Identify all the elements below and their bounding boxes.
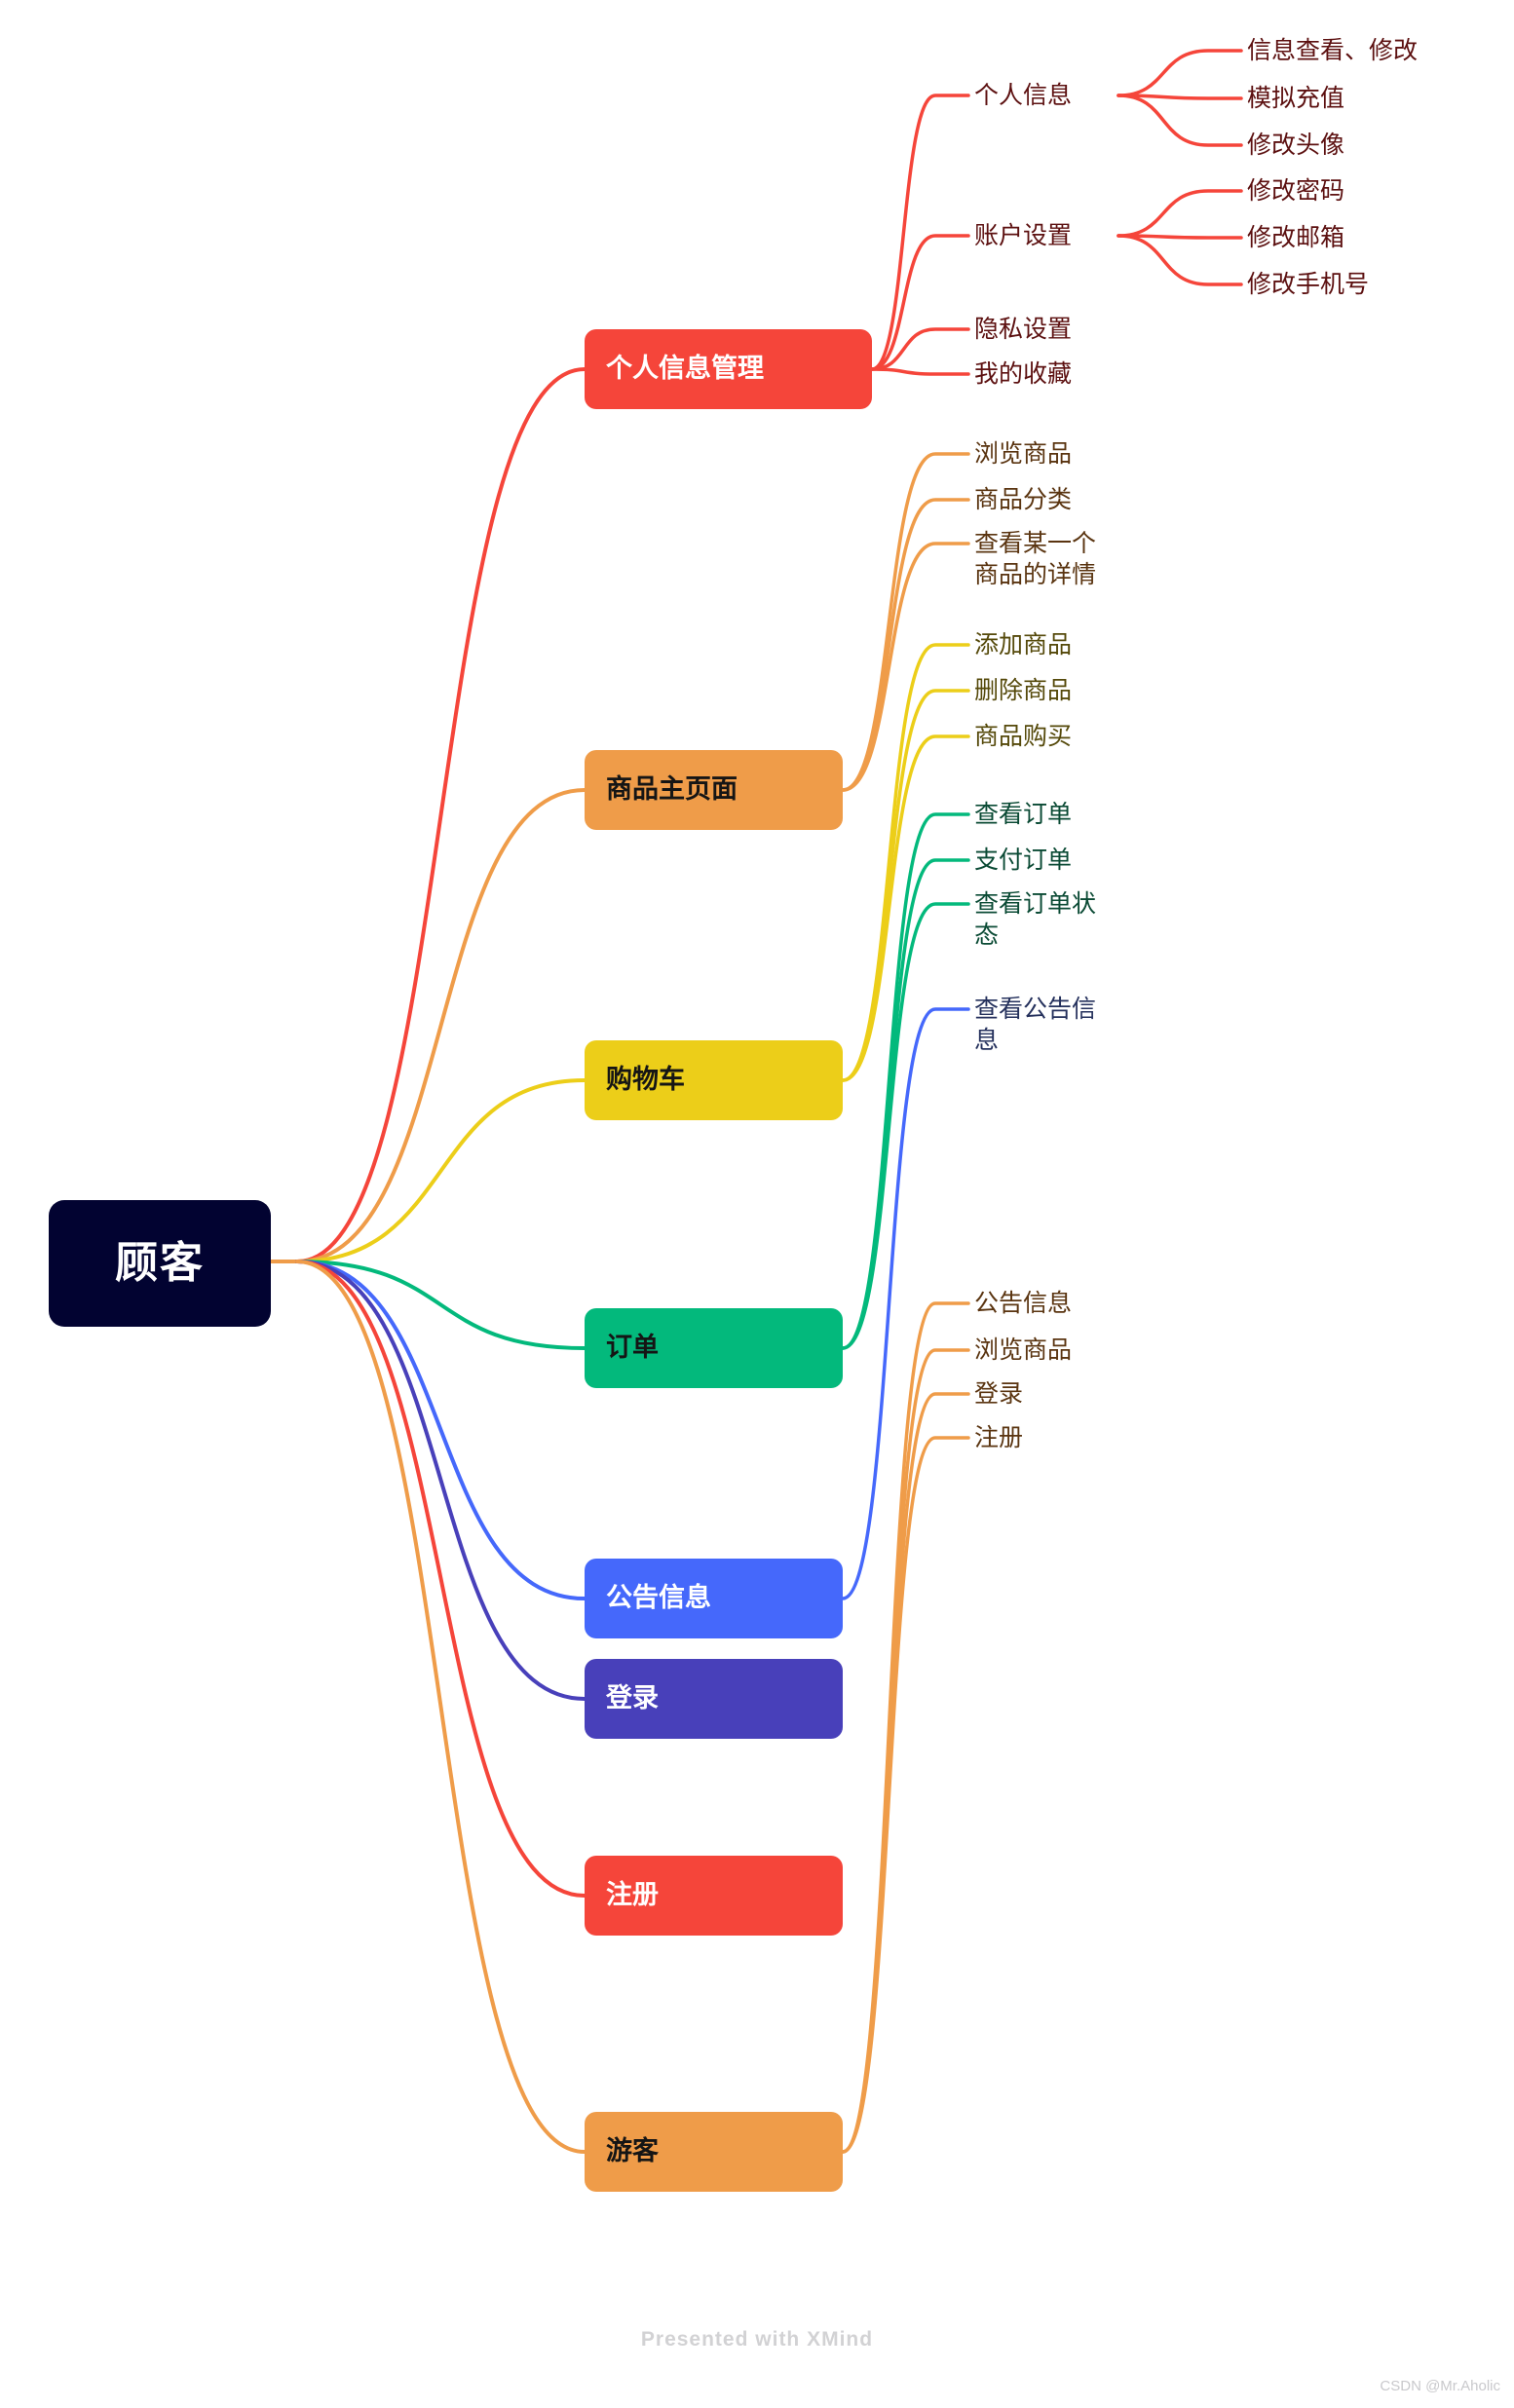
leaf-node-1-0[interactable]: 浏览商品 <box>974 440 1073 468</box>
leaf-node-2-2[interactable]: 商品购买 <box>974 723 1073 750</box>
branch-node-6-label: 注册 <box>606 1880 659 1910</box>
branch-node-3-label: 订单 <box>606 1333 659 1363</box>
connector-line <box>841 902 970 1350</box>
connector-line <box>1117 94 1243 147</box>
leaf-node-0-0[interactable]: 个人信息 <box>974 82 1073 109</box>
leaf-node-0-1-0[interactable]: 修改密码 <box>1247 177 1345 205</box>
root-node[interactable]: 顾客 <box>49 1200 271 1327</box>
leaf-node-0-3[interactable]: 我的收藏 <box>974 360 1073 388</box>
leaf-node-0-0-0[interactable]: 信息查看、修改 <box>1247 37 1419 64</box>
connector-line <box>295 1260 587 1350</box>
connector-line <box>841 643 970 1082</box>
leaf-node-7-1[interactable]: 浏览商品 <box>974 1336 1073 1364</box>
connector-line <box>870 234 970 371</box>
connector-line <box>295 1260 587 1600</box>
branch-node-1[interactable]: 商品主页面 <box>585 750 843 830</box>
leaf-node-0-1-1[interactable]: 修改邮箱 <box>1247 224 1345 251</box>
branch-node-7[interactable]: 游客 <box>585 2112 843 2192</box>
leaf-node-2-0[interactable]: 添加商品 <box>974 631 1073 658</box>
leaf-node-0-2[interactable]: 隐私设置 <box>974 316 1073 343</box>
connector-line <box>1117 49 1243 97</box>
leaf-node-7-0[interactable]: 公告信息 <box>974 1290 1073 1317</box>
branch-node-2[interactable]: 购物车 <box>585 1040 843 1120</box>
connector-line <box>841 1007 970 1600</box>
leaf-node-1-2[interactable]: 查看某一个 商品的详情 <box>974 530 1097 588</box>
branch-node-5[interactable]: 登录 <box>585 1659 843 1739</box>
connector-line <box>841 452 970 792</box>
branch-node-1-label: 商品主页面 <box>606 774 738 805</box>
connector-line <box>295 367 587 1263</box>
connector-line <box>841 812 970 1350</box>
branch-node-0-label: 个人信息管理 <box>606 354 764 384</box>
connector-line <box>841 734 970 1082</box>
connector-line <box>841 1392 970 2154</box>
leaf-node-3-2[interactable]: 查看订单状 态 <box>974 890 1097 949</box>
connector-line <box>295 788 587 1263</box>
csdn-watermark: CSDN @Mr.Aholic <box>1380 2378 1500 2394</box>
leaf-node-3-1[interactable]: 支付订单 <box>974 847 1073 874</box>
connector-line <box>841 1348 970 2154</box>
connector-line <box>1117 94 1243 100</box>
root-node-label: 顾客 <box>115 1238 205 1287</box>
branch-node-3[interactable]: 订单 <box>585 1308 843 1388</box>
branch-node-4[interactable]: 公告信息 <box>585 1559 843 1638</box>
leaf-node-1-1[interactable]: 商品分类 <box>974 486 1073 513</box>
leaf-node-7-2[interactable]: 登录 <box>974 1380 1024 1408</box>
branch-node-0[interactable]: 个人信息管理 <box>585 329 872 409</box>
branch-node-4-label: 公告信息 <box>606 1583 711 1613</box>
connector-line <box>295 1260 587 2154</box>
connector-line <box>295 1078 587 1263</box>
connector-line <box>1117 189 1243 238</box>
branch-node-2-label: 购物车 <box>606 1065 685 1095</box>
connector-line <box>295 1260 587 1898</box>
connector-line <box>841 542 970 792</box>
branch-node-7-label: 游客 <box>606 2136 659 2166</box>
connector-line <box>295 1260 587 1701</box>
connector-line <box>1117 234 1243 240</box>
leaf-node-3-0[interactable]: 查看订单 <box>974 801 1073 828</box>
branch-node-6[interactable]: 注册 <box>585 1856 843 1936</box>
leaf-node-0-0-1[interactable]: 模拟充值 <box>1247 85 1345 112</box>
connector-line <box>841 1301 970 2154</box>
xmind-watermark: Presented with XMind <box>640 2328 874 2351</box>
connector-line <box>870 94 970 371</box>
leaf-node-4-0[interactable]: 查看公告信 息 <box>974 996 1097 1054</box>
connector-line <box>870 367 970 376</box>
leaf-node-7-3[interactable]: 注册 <box>974 1424 1024 1451</box>
leaf-node-0-0-2[interactable]: 修改头像 <box>1247 132 1345 159</box>
connector-line <box>1117 234 1243 286</box>
branch-node-5-label: 登录 <box>606 1683 659 1713</box>
leaf-node-0-1-2[interactable]: 修改手机号 <box>1247 271 1370 298</box>
connector-line <box>841 1436 970 2154</box>
connector-line <box>841 689 970 1082</box>
connector-line <box>870 327 970 371</box>
leaf-node-0-1[interactable]: 账户设置 <box>974 222 1073 249</box>
leaf-node-2-1[interactable]: 删除商品 <box>974 677 1073 704</box>
